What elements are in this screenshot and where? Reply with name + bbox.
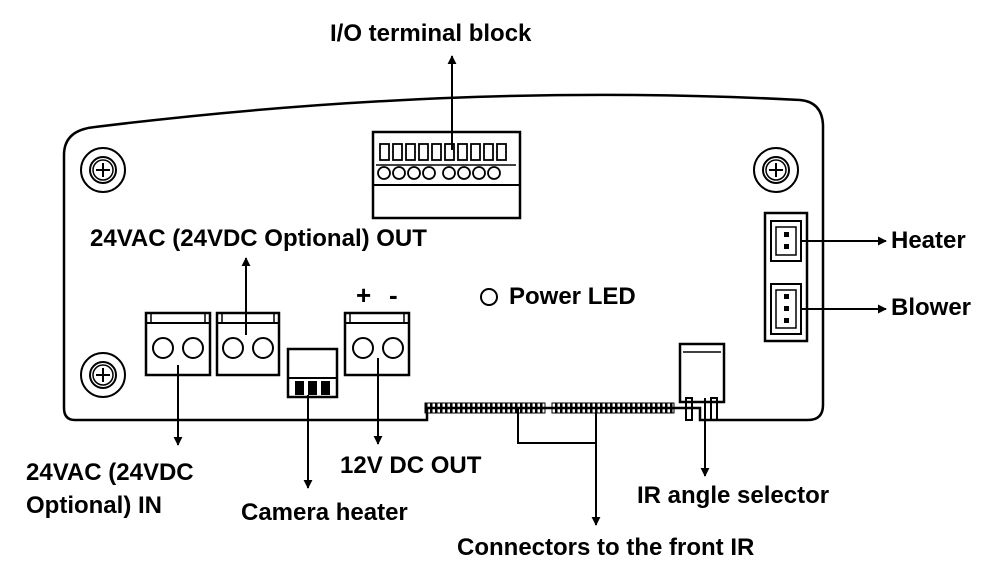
label-heater: Heater [891, 227, 966, 254]
label-io-terminal-block: I/O terminal block [330, 20, 532, 47]
label-connectors-front-ir: Connectors to the front IR [457, 534, 755, 561]
screw-top-right-icon [753, 147, 799, 193]
label-24vac-out: 24VAC (24VDC Optional) OUT [90, 225, 427, 252]
heater-connector [770, 220, 802, 262]
label-power-led: Power LED [509, 283, 636, 310]
label-plus-sign: + [356, 280, 372, 310]
io-terminal-block [371, 130, 522, 220]
label-24vac-in-line1: 24VAC (24VDC [26, 459, 194, 486]
terminal-24vac-out [215, 311, 281, 377]
terminal-24vac-in [144, 311, 212, 377]
blower-connector [770, 283, 802, 335]
label-24vac-in-line2: Optional) IN [26, 492, 162, 519]
label-blower: Blower [891, 294, 972, 321]
screw-bottom-left-icon [80, 352, 126, 398]
power-led-icon [480, 288, 498, 306]
label-camera-heater: Camera heater [241, 499, 408, 526]
label-12v-dc-out: 12V DC OUT [340, 452, 482, 479]
label-minus-sign: - [389, 280, 398, 310]
screw-top-left-icon [80, 147, 126, 193]
label-ir-angle-selector: IR angle selector [637, 482, 830, 509]
front-ir-edge-connectors [424, 402, 675, 444]
ir-angle-selector [678, 342, 726, 421]
camera-heater-connector [286, 347, 339, 399]
